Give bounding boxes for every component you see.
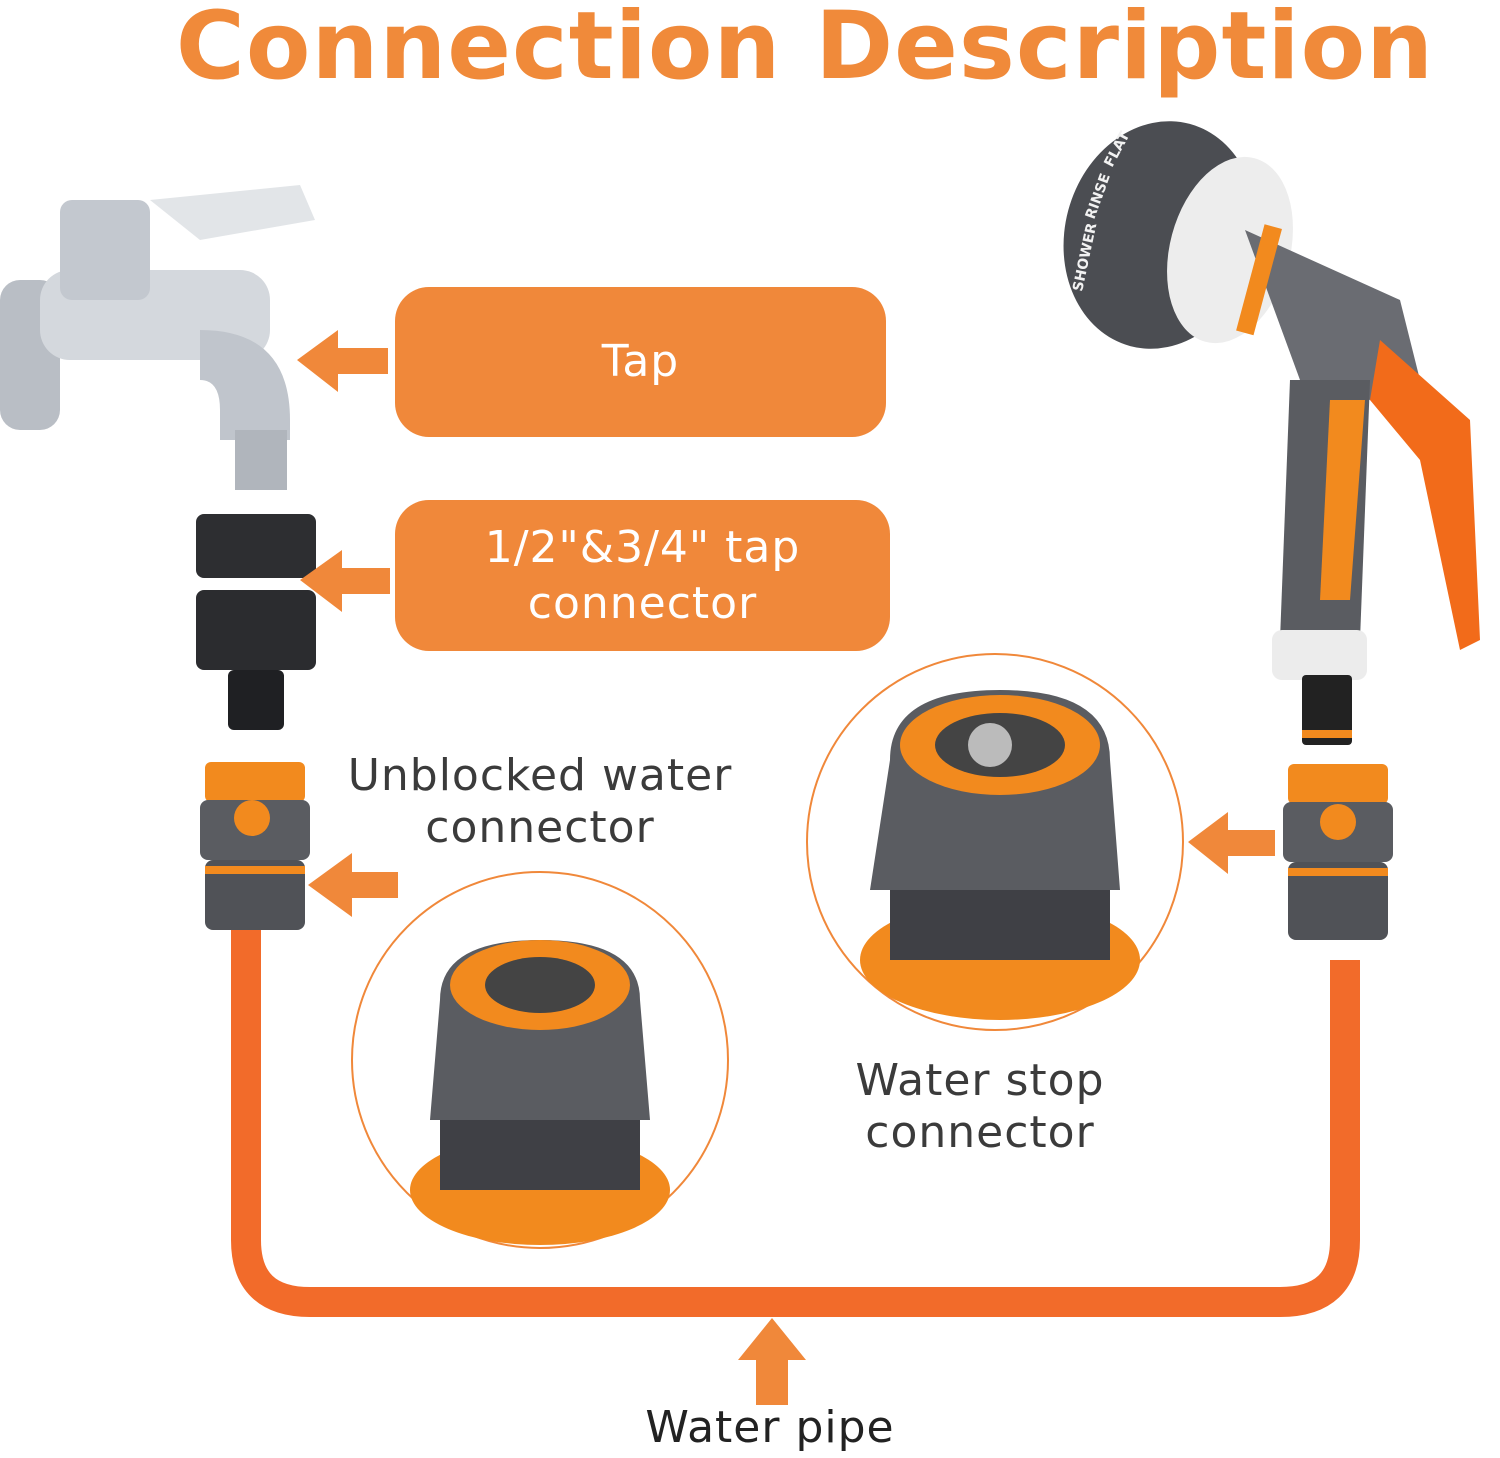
unblocked-connector-label: Unblocked water connector — [330, 750, 750, 854]
unblocked-connector-image — [200, 762, 310, 930]
arrow-water-stop-connector-icon — [1188, 812, 1275, 874]
arrow-water-pipe-icon — [738, 1318, 806, 1405]
spray-gun-image: SHOWER RINSE FLAT — [1063, 121, 1480, 745]
arrow-tap-icon — [297, 330, 388, 392]
water-stop-label-line1: Water stop — [855, 1055, 1105, 1106]
water-pipe-hose — [231, 930, 1360, 1317]
unblocked-connector-closeup-image — [410, 940, 670, 1245]
tap-connector-label-box: 1/2"&3/4" tap connector — [395, 500, 890, 651]
water-stop-connector-small-image — [1283, 764, 1393, 940]
tap-connector-label-line2: connector — [527, 577, 758, 629]
unblocked-label-line1: Unblocked water — [347, 750, 733, 801]
water-stop-label-line2: connector — [865, 1107, 1095, 1158]
tap-image — [0, 185, 315, 490]
water-stop-connector-closeup-image — [860, 690, 1140, 1020]
arrows — [297, 330, 1275, 1405]
page-title: Connection Description — [175, 0, 1435, 101]
tap-connector-image — [196, 514, 316, 730]
water-pipe-label: Water pipe — [645, 1402, 895, 1453]
arrow-unblocked-connector-icon — [308, 853, 398, 917]
tap-label-box: Tap — [395, 287, 886, 437]
tap-label: Tap — [601, 336, 680, 387]
water-stop-connector-label: Water stop connector — [830, 1055, 1130, 1159]
arrow-tap-connector-icon — [300, 550, 390, 612]
tap-connector-label-line1: 1/2"&3/4" tap — [484, 521, 801, 573]
unblocked-label-line2: connector — [425, 802, 655, 853]
